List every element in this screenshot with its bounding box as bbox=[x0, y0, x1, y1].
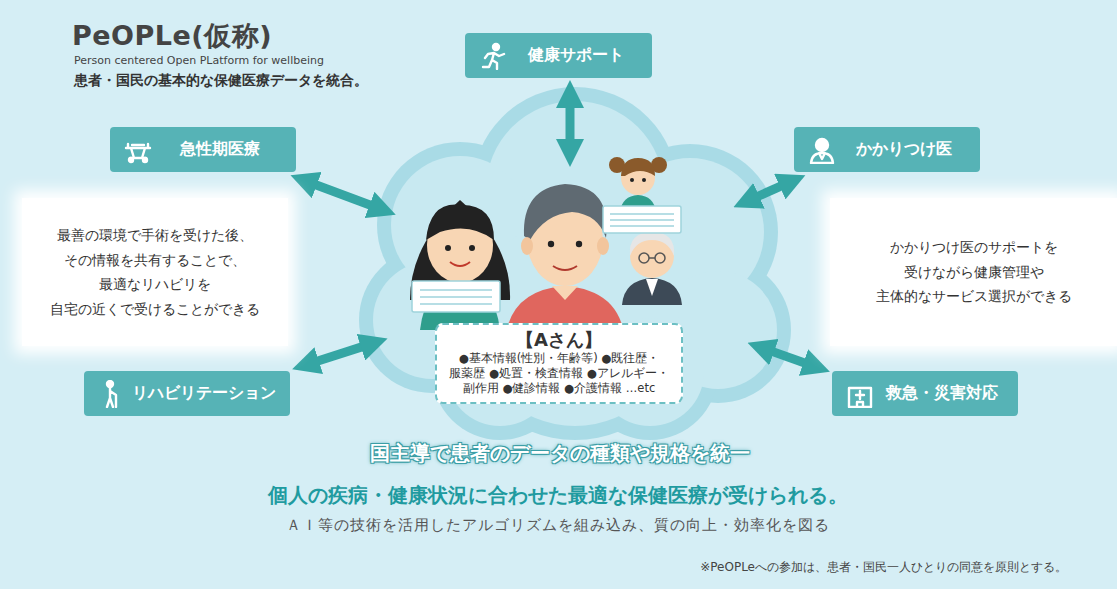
icon-stroke bbox=[126, 144, 150, 158]
patient-record-box: 【Aさん】●基本情報(性別・年齢等) ●既往歴・服薬歴 ●処置・検査情報 ●アレ… bbox=[435, 323, 683, 404]
category-label: かかりつけ医 bbox=[856, 139, 952, 160]
double-arrow bbox=[746, 181, 792, 202]
cloud-outer bbox=[359, 87, 791, 440]
diagram-title: PeOPLe(仮称) bbox=[72, 18, 272, 54]
icon-stroke bbox=[849, 388, 871, 407]
description-panel: 最善の環境で手術を受けた後、 その情報を共有することで、 最適なリハビリを 自宅… bbox=[22, 198, 288, 346]
category-box: 健康サポート bbox=[465, 33, 652, 78]
icon-stroke bbox=[107, 381, 113, 387]
patient-name: 【Aさん】 bbox=[445, 329, 673, 351]
description: 患者・国民の基本的な保健医療データを統合。 bbox=[74, 72, 368, 90]
category-label: 救急・災害対応 bbox=[886, 383, 998, 404]
category-box: 救急・災害対応 bbox=[832, 371, 1018, 416]
category-box: 急性期医療 bbox=[110, 127, 296, 172]
category-icon bbox=[846, 380, 874, 408]
data-card bbox=[603, 206, 681, 233]
panel-text: かかりつけ医のサポートを 受けながら健康管理や 主体的なサービス選択ができる bbox=[846, 235, 1101, 309]
panel-text: 最善の環境で手術を受けた後、 その情報を共有することで、 最適なリハビリを 自宅… bbox=[38, 223, 272, 321]
category-icon bbox=[479, 42, 507, 70]
woman-figure bbox=[410, 200, 510, 330]
benefit-statement: 個人の疾病・健康状況に合わせた最適な保健医療が受けられる。 bbox=[268, 482, 848, 509]
category-label: リハビリテーション bbox=[132, 383, 276, 404]
subtitle: Person centered Open PLatform for wellbe… bbox=[74, 54, 324, 67]
category-icon bbox=[808, 136, 836, 164]
category-icon bbox=[98, 380, 126, 408]
category-label: 急性期医療 bbox=[180, 139, 260, 160]
double-arrow bbox=[304, 180, 383, 210]
icon-stroke bbox=[816, 139, 828, 151]
icon-stroke bbox=[143, 158, 147, 162]
category-box: かかりつけ医 bbox=[794, 127, 980, 172]
category-icon bbox=[124, 136, 152, 164]
data-card bbox=[412, 281, 500, 312]
icon-stroke bbox=[483, 53, 504, 69]
icon-stroke bbox=[107, 388, 116, 407]
category-box: リハビリテーション bbox=[84, 371, 290, 416]
double-arrow bbox=[305, 343, 374, 365]
platform-statement: 国主導で患者のデータの種類や規格を統一 bbox=[370, 441, 750, 465]
old-man-figure bbox=[622, 232, 682, 305]
double-arrow bbox=[761, 347, 817, 367]
data-item-list: ●基本情報(性別・年齢等) ●既往歴・服薬歴 ●処置・検査情報 ●アレルギー・副… bbox=[445, 351, 673, 396]
category-label: 健康サポート bbox=[528, 45, 624, 66]
icon-stroke bbox=[132, 143, 144, 145]
data-cloud: 国主導で患者のデータの種類や規格を統一【Aさん】●基本情報(性別・年齢等) ●既… bbox=[330, 95, 790, 465]
double-arrow bbox=[566, 94, 575, 153]
icon-stroke bbox=[811, 153, 833, 163]
footnote: ※PeOPLeへの参加は、患者・国民一人ひとりの同意を原則とする。 bbox=[700, 559, 1067, 576]
icon-stroke bbox=[493, 44, 499, 50]
cloud-inner bbox=[373, 101, 777, 426]
description-panel: かかりつけ医のサポートを 受けながら健康管理や 主体的なサービス選択ができる bbox=[830, 198, 1117, 346]
technology-note: ＡＩ等の技術を活用したアルゴリズムを組み込み、質の向上・効率化を図る bbox=[286, 516, 830, 535]
girl-figure bbox=[609, 157, 667, 212]
icon-stroke bbox=[129, 158, 133, 162]
